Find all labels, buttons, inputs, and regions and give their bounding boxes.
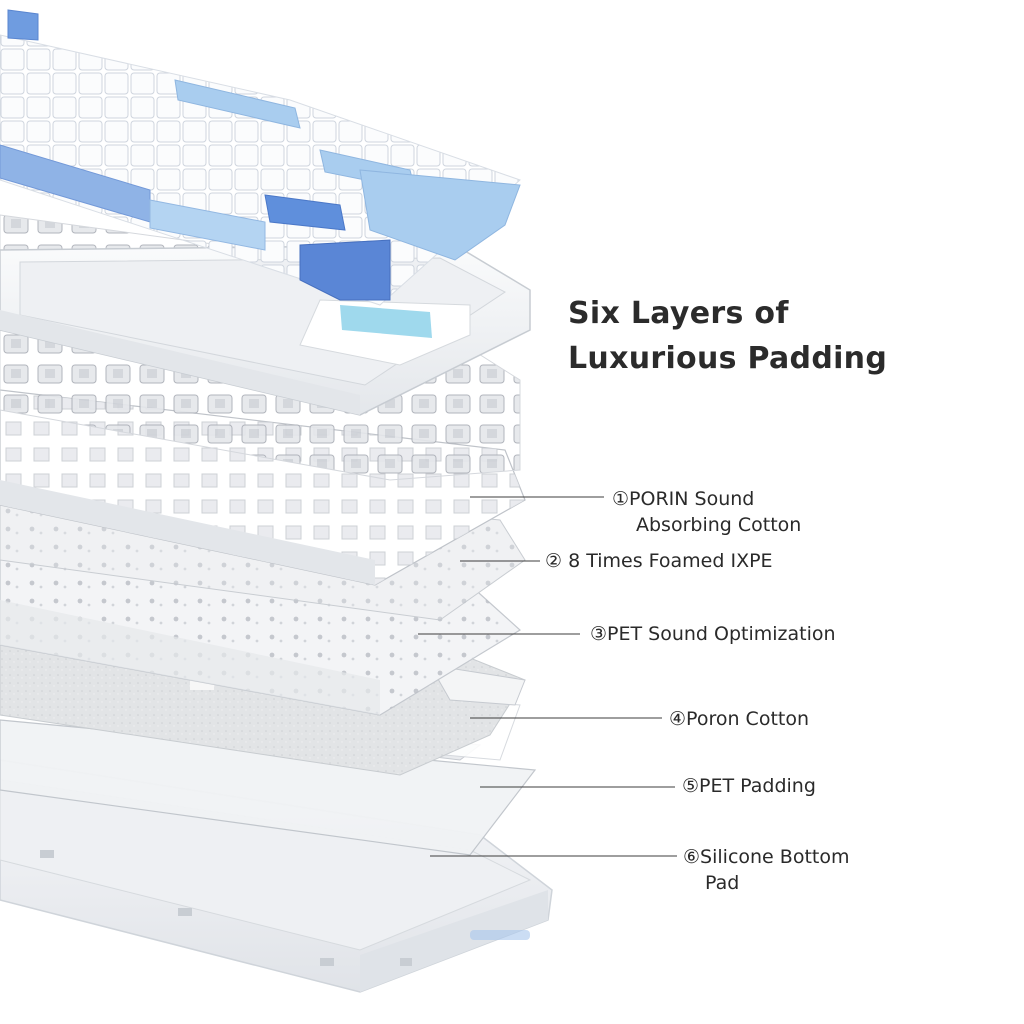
layer-text-3: PET Sound Optimization bbox=[607, 623, 836, 645]
layer-label-3: ③PET Sound Optimization bbox=[590, 621, 836, 647]
layer-text-1b: Absorbing Cotton bbox=[636, 514, 802, 536]
title-line-2: Luxurious Padding bbox=[568, 341, 888, 376]
layer-label-4: ④Poron Cotton bbox=[669, 706, 809, 732]
title-line-1: Six Layers of bbox=[568, 296, 789, 331]
layer-label-6: ⑥Silicone Bottom Pad bbox=[683, 844, 849, 896]
bottom-case bbox=[0, 759, 553, 993]
layer-number-4: ④ bbox=[669, 708, 687, 730]
layer-text-4: Poron Cotton bbox=[686, 708, 810, 730]
layer-text-6b: Pad bbox=[705, 872, 740, 894]
layer-text-6a: Silicone Bottom bbox=[700, 846, 850, 868]
layer-text-1a: PORIN Sound bbox=[629, 488, 755, 510]
layer-number-2: ② bbox=[545, 550, 563, 572]
layer-label-1: ①PORIN Sound Absorbing Cotton bbox=[612, 486, 801, 538]
layer-text-5: PET Padding bbox=[699, 775, 816, 797]
layer-label-2: ② 8 Times Foamed IXPE bbox=[545, 548, 773, 574]
layer-number-3: ③ bbox=[590, 623, 608, 645]
layer-number-5: ⑤ bbox=[682, 775, 700, 797]
layer-number-6: ⑥ bbox=[683, 846, 701, 868]
layer-number-1: ① bbox=[612, 488, 630, 510]
layer-text-2: 8 Times Foamed IXPE bbox=[562, 550, 773, 572]
keycaps-layer bbox=[0, 9, 521, 306]
light-strip bbox=[340, 305, 432, 338]
layer-label-5: ⑤PET Padding bbox=[682, 773, 816, 799]
